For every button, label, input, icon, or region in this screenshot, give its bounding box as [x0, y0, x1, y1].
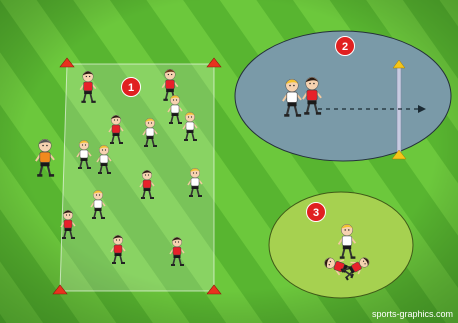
- zone-1-badge: 1: [122, 78, 141, 97]
- zone-3-badge: 3: [307, 203, 326, 222]
- zone-1-area: [60, 64, 214, 291]
- zone-2-badge: 2: [336, 37, 355, 56]
- zone-1-number: 1: [128, 82, 134, 94]
- zone-2-number: 2: [342, 41, 348, 53]
- zone-3-number: 3: [313, 207, 319, 219]
- pole-icon: [397, 66, 401, 156]
- credit-text: sports-graphics.com: [372, 309, 453, 319]
- zone-3-area: [269, 192, 413, 298]
